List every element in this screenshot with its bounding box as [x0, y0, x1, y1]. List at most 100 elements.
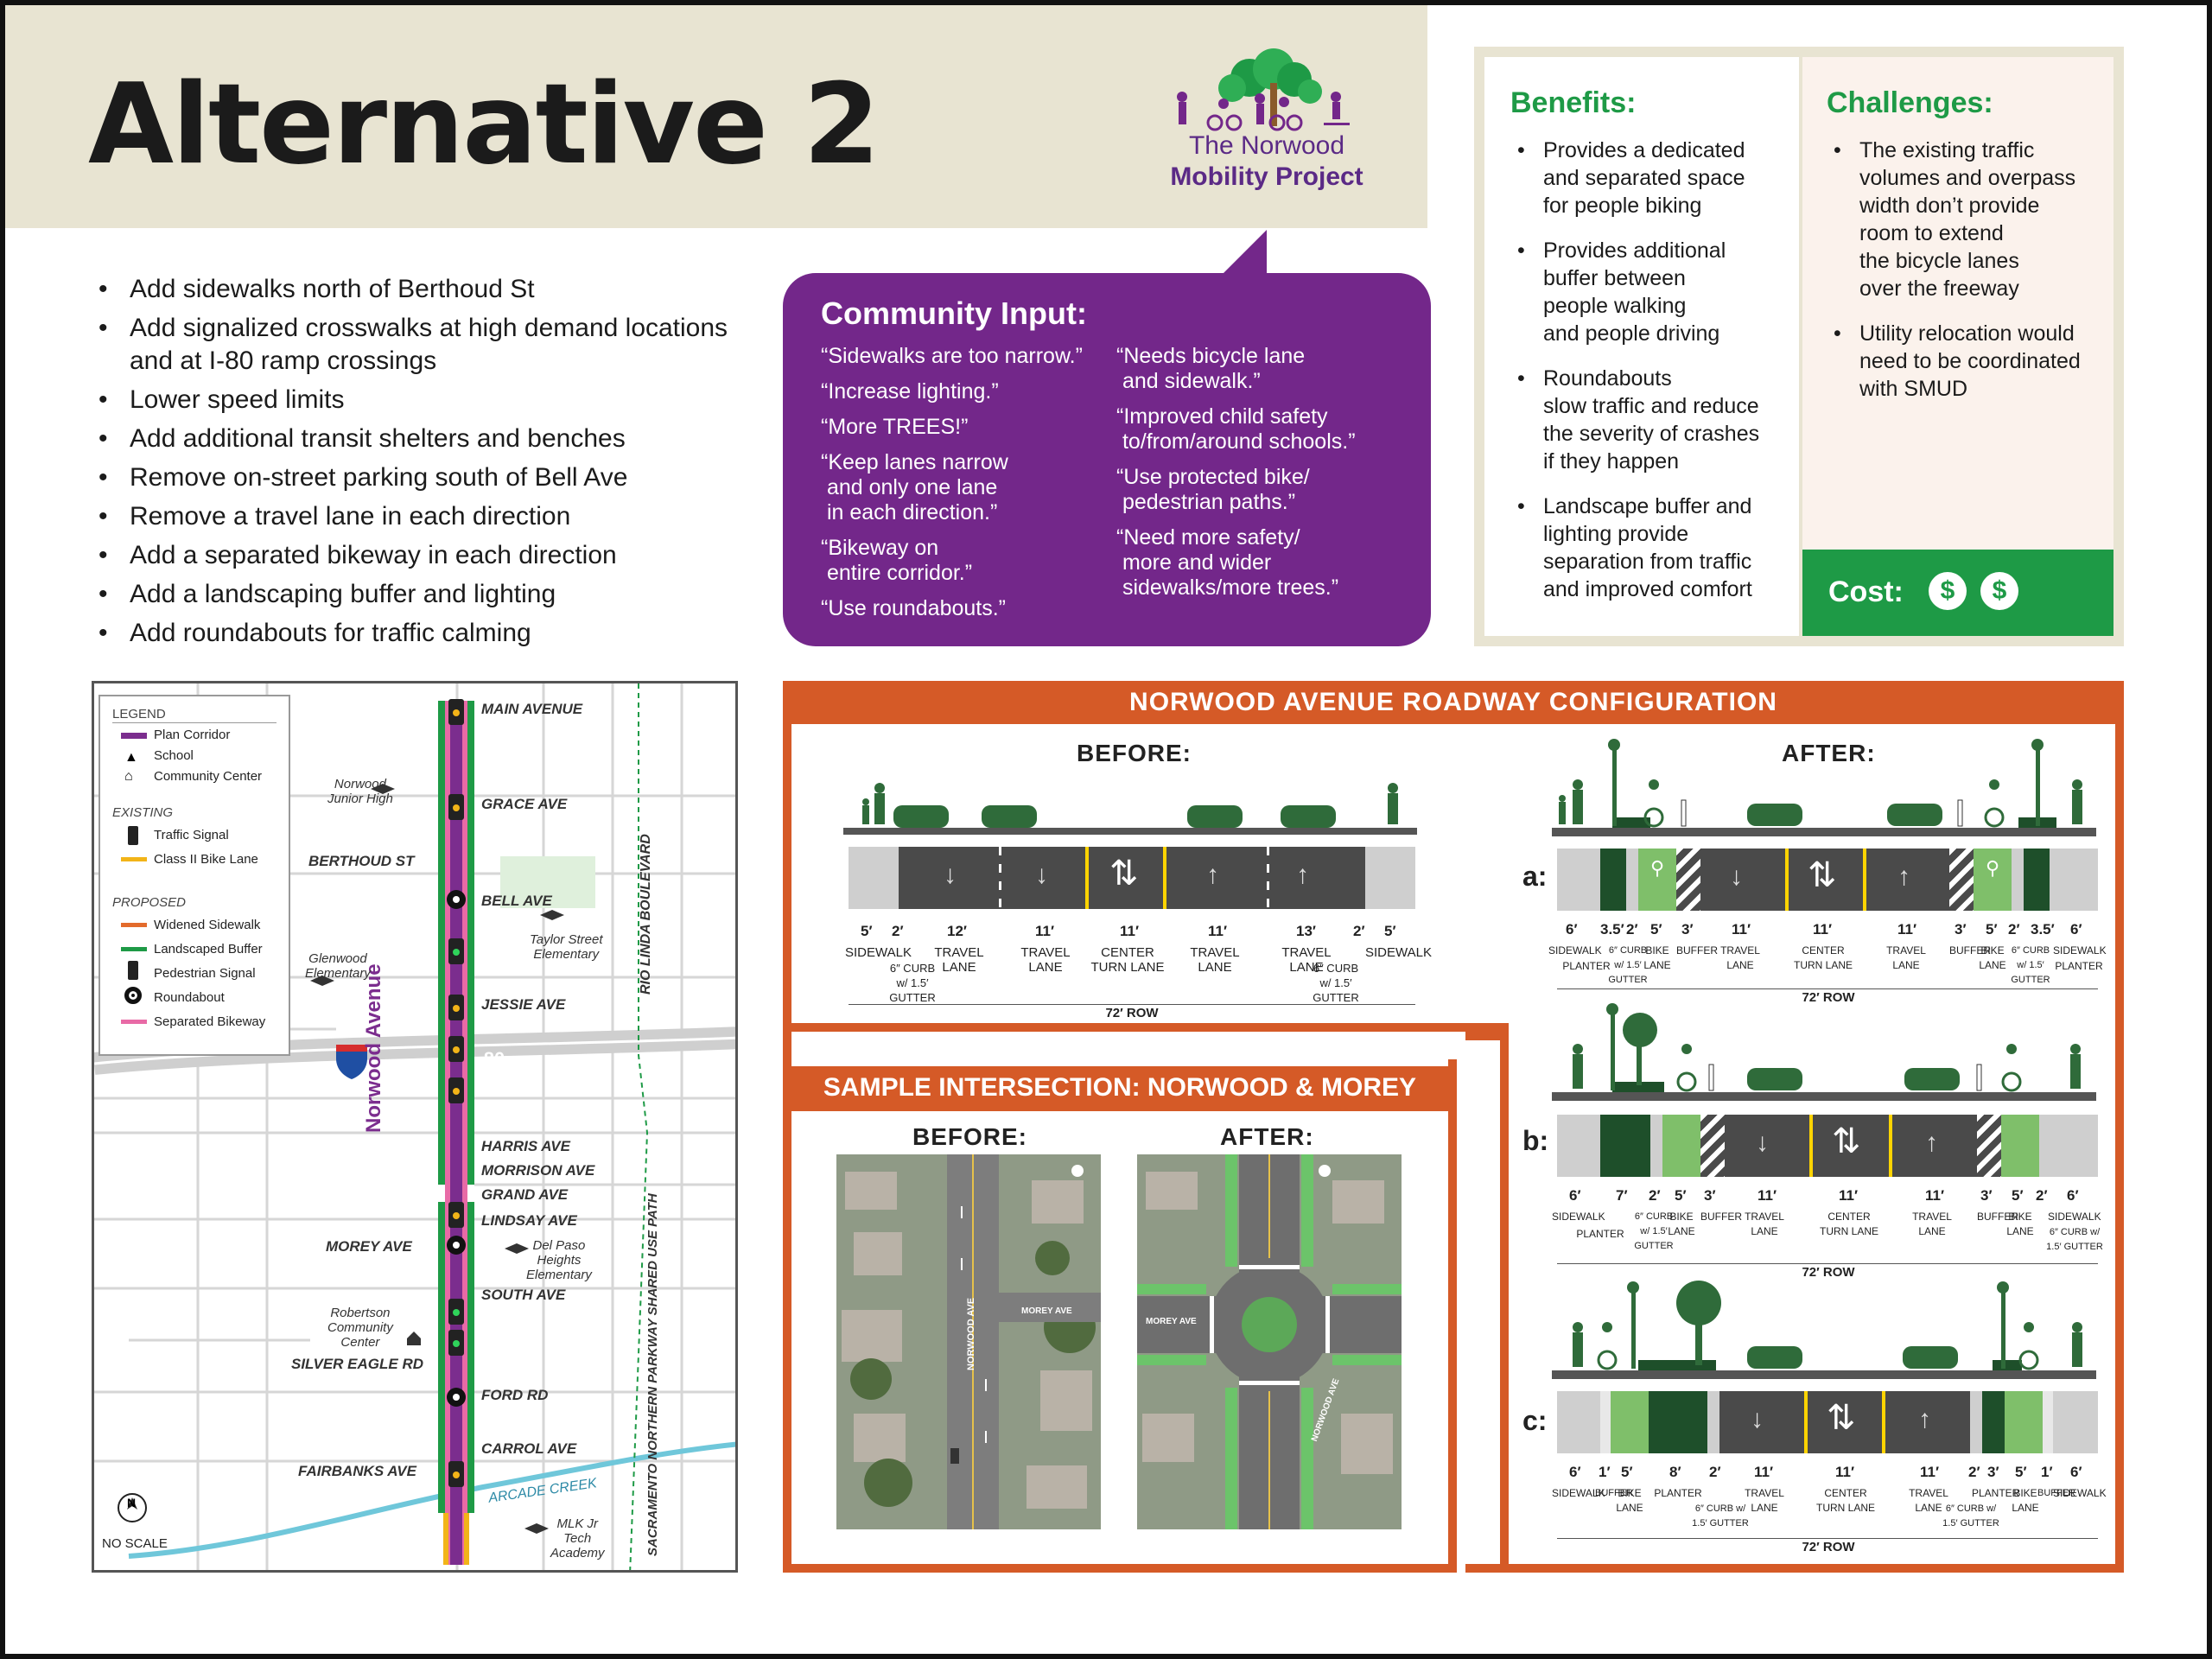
- rio-linda-label: RIO LINDA BOULEVARD: [639, 834, 653, 995]
- divider: [1500, 1023, 1509, 1573]
- page-title: Alternative 2: [88, 60, 880, 189]
- street-label: BERTHOUD ST: [308, 853, 415, 869]
- planter: [1600, 849, 1626, 911]
- legend-proposed-title: PROPOSED: [112, 895, 187, 910]
- street-label: BELL AVE: [481, 893, 552, 909]
- dimension: 2′: [1709, 1464, 1721, 1480]
- school-label: MLK Jr Tech Academy: [550, 1516, 605, 1560]
- lane-label: BIKE LANE: [1643, 944, 1671, 971]
- bike-lane: [1974, 849, 2012, 911]
- sidewalk: [1557, 1391, 1600, 1453]
- divider: [791, 1023, 1509, 1032]
- dimension: 5′: [1675, 1187, 1687, 1204]
- list-item: Provides a dedicated and separated space…: [1516, 137, 1792, 219]
- street-label: MAIN AVENUE: [481, 701, 583, 717]
- row-width-label: 72′ ROW: [1802, 1540, 1855, 1554]
- dimension: 11′: [1839, 1187, 1859, 1204]
- cost-label: Cost:: [1828, 575, 1904, 608]
- curb-note: 6″ CURB w/ 1.5′ GUTTER: [1313, 962, 1359, 1004]
- lane-label: BUFFER: [1949, 944, 1991, 957]
- lane-label: TRAVEL LANE: [934, 945, 984, 975]
- dimension: 2′: [2036, 1187, 2048, 1204]
- arrow-down-icon: ↓: [944, 861, 957, 889]
- lane-label: TRAVEL LANE: [1190, 945, 1240, 975]
- dimension: 11′: [1754, 1464, 1774, 1480]
- challenges-list: The existing traffic volumes and overpas…: [1832, 137, 2108, 420]
- list-item: Utility relocation would need to be coor…: [1832, 320, 2108, 403]
- legend-item: Roundabout: [154, 990, 225, 1005]
- lane-label: CENTER TURN LANE: [1090, 945, 1165, 975]
- dimension: 3′: [1681, 921, 1694, 938]
- list-item: Remove a travel lane in each direction: [95, 500, 752, 533]
- landscaped-buffer-swatch: [121, 947, 147, 951]
- lane-label: PLANTER: [1576, 1228, 1624, 1240]
- dimension: 3.5′: [2031, 921, 2055, 938]
- street-label: SILVER EAGLE RD: [291, 1356, 424, 1372]
- north-arrow-icon: [1319, 1165, 1331, 1177]
- curb-note: 6″ CURB w/ 1.5′ GUTTER: [1942, 1503, 1999, 1529]
- street-label: FORD RD: [481, 1387, 549, 1403]
- after-rendering: MOREY AVE NORWOOD AVE: [1137, 1154, 1402, 1529]
- arrow-down-icon: ↓: [1035, 861, 1048, 889]
- legend-item: Traffic Signal: [154, 828, 229, 842]
- list-item: Landscape buffer and lighting provide se…: [1516, 493, 1792, 603]
- map-legend: LEGEND Plan Corridor ▲ School ⌂ Communit…: [99, 695, 290, 1056]
- dimension: 11′: [1035, 923, 1055, 939]
- sidewalk: [2053, 1391, 2098, 1453]
- buffer: [1977, 1115, 2001, 1177]
- arrow-up-icon: ↑: [1897, 862, 1910, 891]
- lane-label: PLANTER: [2055, 960, 2103, 972]
- lane-label: TRAVEL LANE: [1281, 945, 1332, 975]
- lane-label: SIDEWALK: [1548, 944, 1602, 957]
- list-item: The existing traffic volumes and overpas…: [1832, 137, 2108, 302]
- title-band: [5, 5, 1427, 228]
- row-width-label: 72′ ROW: [1105, 1006, 1159, 1020]
- lane-label: CENTER TURN LANE: [1815, 1487, 1875, 1514]
- quote: “Use protected bike/ pedestrian paths.”: [1116, 465, 1310, 514]
- lane-label: BUFFER: [1700, 1211, 1742, 1223]
- dimension: 5′: [2015, 1464, 2027, 1480]
- planter: [2024, 849, 2050, 911]
- curb-note: 6″ CURB w/ 1.5′ GUTTER: [1692, 1503, 1749, 1529]
- center-turn-icon: ⇅: [1832, 1122, 1861, 1160]
- dimension: 8′: [1669, 1464, 1681, 1480]
- sidewalk: [849, 847, 899, 909]
- dimension: 2′: [1649, 1187, 1661, 1204]
- street-label: GRAND AVE: [481, 1186, 569, 1203]
- roadway: [1719, 1391, 1970, 1453]
- planter: [1649, 1391, 1707, 1453]
- arrow-up-icon: ↑: [1925, 1128, 1938, 1157]
- street-label: MOREY AVE: [326, 1238, 412, 1255]
- roadway: [1700, 849, 1949, 911]
- quote: “Bikeway on entire corridor.”: [821, 536, 973, 585]
- dollar-icon: $: [1980, 572, 2018, 610]
- buffer: [1600, 1391, 1611, 1453]
- lane-label: CENTER TURN LANE: [1819, 1211, 1878, 1237]
- corridor-label: Norwood Avenue: [362, 963, 385, 1133]
- improvements-list: Add sidewalks north of Berthoud St Add s…: [95, 273, 752, 656]
- lane-label: PLANTER: [1562, 960, 1611, 972]
- row-width-label: 72′ ROW: [1802, 1265, 1855, 1280]
- list-item: Add a separated bikeway in each directio…: [95, 539, 752, 572]
- lane-label: TRAVEL LANE: [1912, 1211, 1952, 1237]
- row-a-letter: a:: [1522, 861, 1548, 892]
- legend-item: Community Center: [154, 769, 263, 784]
- bike-symbol-icon: ⚲: [1650, 857, 1665, 879]
- dimension: 11′: [1120, 923, 1140, 939]
- quote: “More TREES!”: [821, 415, 969, 439]
- school-label: Taylor Street Elementary: [530, 932, 603, 962]
- before-streetscape: [843, 783, 1417, 835]
- list-item: Lower speed limits: [95, 384, 752, 416]
- dimension: 5′: [2012, 1187, 2024, 1204]
- legend-existing-title: EXISTING: [112, 805, 174, 820]
- challenges-title: Challenges:: [1827, 86, 1993, 119]
- lane-label: BIKE LANE: [1616, 1487, 1643, 1514]
- before-aerial-photo: NORWOOD AVE MOREY AVE: [836, 1154, 1101, 1529]
- curb-note: 6″ CURB w/ 1.5′ GUTTER: [2046, 1227, 2103, 1252]
- legend-item: Widened Sidewalk: [154, 918, 261, 932]
- list-item: Roundabouts slow traffic and reduce the …: [1516, 365, 1792, 475]
- bike-lane: [2005, 1391, 2043, 1453]
- lane-label: BIKE LANE: [1668, 1211, 1695, 1237]
- arrow-down-icon: ↓: [1730, 862, 1743, 891]
- street-label: JESSIE AVE: [481, 996, 566, 1013]
